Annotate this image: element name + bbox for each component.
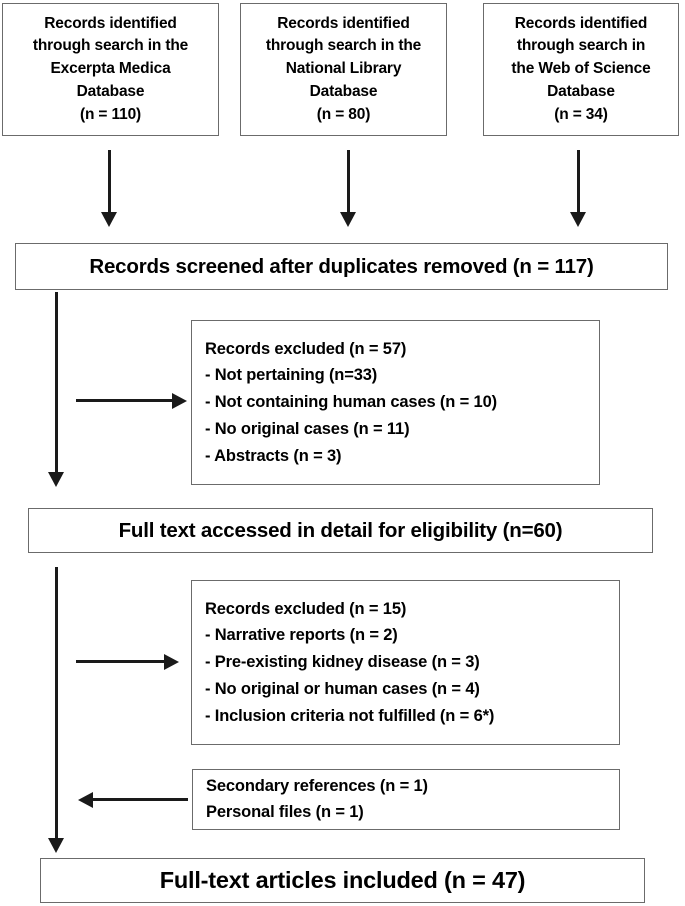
screened-label: Records screened after duplicates remove…: [89, 254, 594, 278]
connector-additional-sources-to-trunk: [93, 798, 188, 801]
excluded-reason: - Abstracts (n = 3): [205, 446, 342, 465]
source-box-national-library: Records identified through search in the…: [240, 3, 447, 136]
source-line: Database: [309, 82, 378, 100]
additional-source-line: Secondary references (n = 1): [206, 777, 428, 796]
source-count: (n = 34): [554, 105, 608, 123]
source-box-embase: Records identified through search in the…: [2, 3, 219, 136]
connector-screened-to-eligibility: [55, 292, 58, 473]
excluded-screening-box: Records excluded (n = 57) - Not pertaini…: [191, 320, 600, 485]
screened-box: Records screened after duplicates remove…: [15, 243, 668, 290]
connector-eligibility-to-excluded: [76, 660, 165, 663]
excluded-eligibility-box: Records excluded (n = 15) - Narrative re…: [191, 580, 620, 745]
arrowhead-left-icon: [78, 792, 93, 808]
arrowhead-down-icon: [340, 212, 356, 227]
excluded-reason: - Inclusion criteria not fulfilled (n = …: [205, 706, 495, 725]
connector-eligibility-to-included: [55, 567, 58, 839]
arrowhead-down-icon: [48, 472, 64, 487]
excluded-reason: - Not containing human cases (n = 10): [205, 393, 497, 412]
included-label: Full-text articles included (n = 47): [159, 867, 526, 893]
excluded-reason: - No original or human cases (n = 4): [205, 679, 480, 698]
eligibility-label: Full text accessed in detail for eligibi…: [118, 518, 563, 542]
source-line: Records identified: [514, 14, 648, 32]
source-line: National Library: [285, 60, 402, 78]
included-box: Full-text articles included (n = 47): [40, 858, 645, 903]
source-line: Records identified: [277, 14, 410, 32]
arrowhead-down-icon: [570, 212, 586, 227]
connector-embase-to-screened: [108, 150, 111, 213]
source-line: the Web of Science: [511, 60, 651, 78]
excluded-reason: - Narrative reports (n = 2): [205, 626, 398, 645]
excluded-reason: - Pre-existing kidney disease (n = 3): [205, 653, 480, 672]
excluded-reason: - No original cases (n = 11): [205, 419, 410, 438]
eligibility-box: Full text accessed in detail for eligibi…: [28, 508, 653, 553]
source-line: through search in: [516, 37, 646, 55]
excluded-heading: Records excluded (n = 15): [205, 599, 407, 618]
source-line: through search in the: [32, 37, 189, 55]
source-line: Database: [547, 82, 615, 100]
additional-sources-box: Secondary references (n = 1) Personal fi…: [192, 769, 620, 830]
source-box-web-of-science: Records identified through search in the…: [483, 3, 679, 136]
source-line: through search in the: [265, 37, 422, 55]
additional-source-line: Personal files (n = 1): [206, 802, 364, 821]
source-count: (n = 110): [79, 105, 142, 123]
connector-web-of-science-to-screened: [577, 150, 580, 213]
connector-national-library-to-screened: [347, 150, 350, 213]
source-line: Records identified: [44, 14, 177, 32]
arrowhead-down-icon: [48, 838, 64, 853]
arrowhead-right-icon: [172, 393, 187, 409]
connector-screened-to-excluded: [76, 399, 173, 402]
arrowhead-right-icon: [164, 654, 179, 670]
source-line: Excerpta Medica: [50, 60, 171, 78]
source-count: (n = 80): [316, 105, 371, 123]
arrowhead-down-icon: [101, 212, 117, 227]
excluded-reason: - Not pertaining (n=33): [205, 366, 378, 385]
source-line: Database: [76, 82, 145, 100]
excluded-heading: Records excluded (n = 57): [205, 339, 407, 358]
